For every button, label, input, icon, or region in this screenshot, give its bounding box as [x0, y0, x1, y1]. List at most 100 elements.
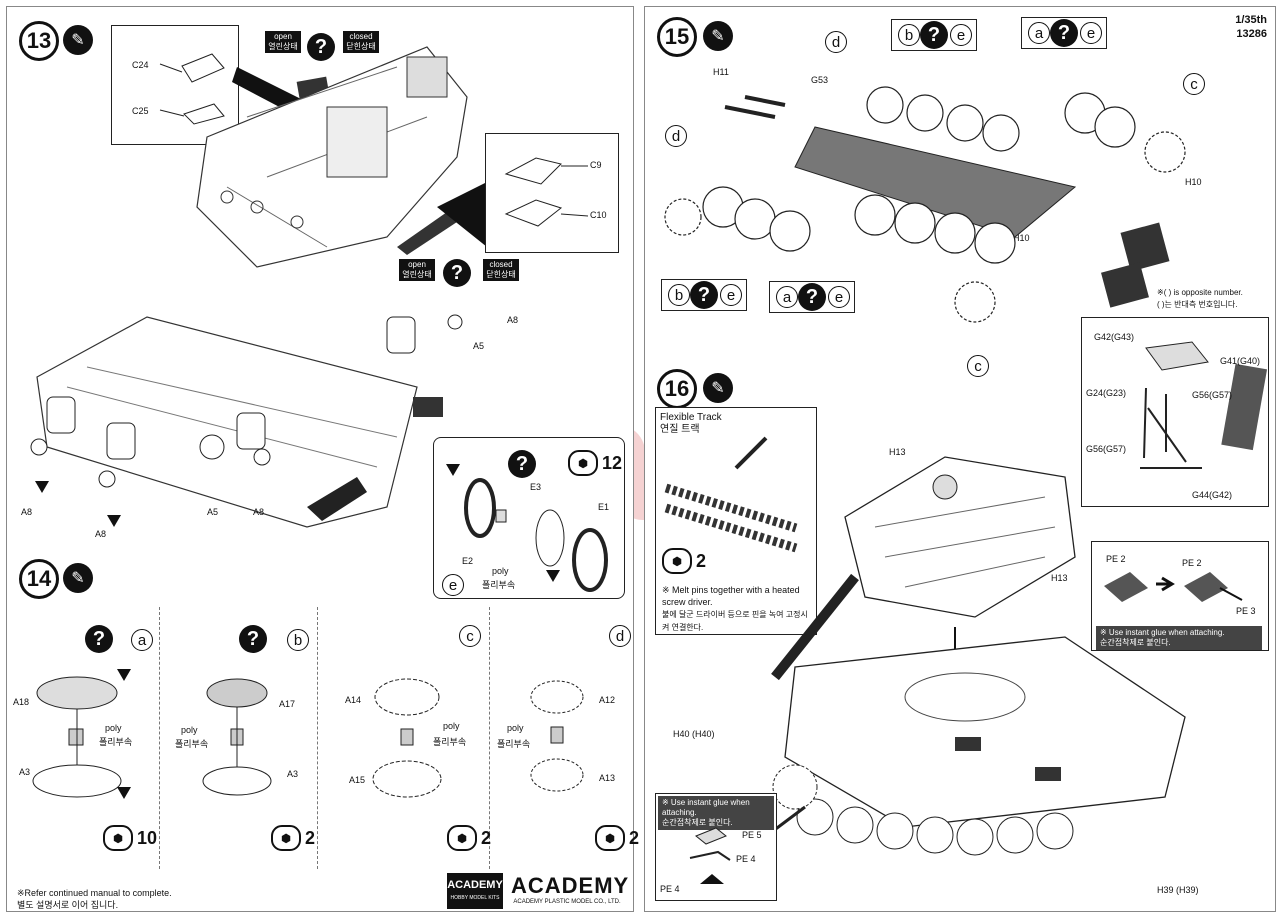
- column-divider: [317, 607, 318, 869]
- variant-box-a-e-top: a ? e: [1021, 17, 1107, 49]
- flex-title-ko: 연질 트랙: [660, 424, 700, 435]
- right-page: 1/35th 13286 15 ✎ b ? e a ? e d c d c H1…: [644, 6, 1276, 912]
- glue-note-pe-en: ※ Use instant glue when attaching.: [1100, 628, 1225, 637]
- academy-logo-wordmark: ACADEMY ACADEMY PLASTIC MODEL CO., LTD.: [511, 873, 628, 905]
- opposite-note: ※( ) is opposite number. ( )는 반대측 번호입니다.: [1157, 287, 1243, 311]
- logo2-sub: ACADEMY PLASTIC MODEL CO., LTD.: [513, 899, 621, 905]
- closed-label-ko-2: 닫힌상태: [486, 270, 516, 279]
- part-g41: G41(G40): [1220, 356, 1261, 366]
- option-icon: ?: [1050, 19, 1078, 47]
- variant-e-icon: e: [442, 574, 464, 596]
- part-h13-side: H13: [1051, 573, 1068, 583]
- qty-flex: ⬢2: [662, 548, 706, 574]
- qty-d-value: 2: [629, 827, 640, 848]
- part-g56-b: G56(G57): [1086, 444, 1127, 454]
- variant-a-icon: a: [776, 286, 798, 308]
- quantity-icon: ⬢: [595, 825, 625, 851]
- part-g42: G42(G43): [1094, 332, 1135, 342]
- poly-label-ko: 폴리부속: [482, 580, 516, 590]
- part-a3-b: A3: [287, 769, 299, 779]
- closed-label-ko: 닫힌상태: [346, 42, 376, 51]
- step-13-number: 13: [19, 21, 59, 61]
- part-a5-top: A5: [473, 341, 485, 351]
- variant-box-b-e-bottom: b ? e: [661, 279, 747, 311]
- inset-side-skirt-mount: G42(G43) G41(G40) G24(G23) G56(G57) G56(…: [1081, 317, 1269, 507]
- option-icon: ?: [920, 21, 948, 49]
- turret-hull-drawing: [764, 456, 1186, 856]
- variant-b-icon: b: [287, 629, 309, 651]
- glue-triangle-icon: [546, 570, 560, 582]
- inset-c9-c10: C9 C10: [485, 133, 619, 253]
- variant-c-icon-top: c: [1183, 73, 1205, 95]
- glue-note-pe-ko: 순간접착제로 붙인다.: [1100, 638, 1171, 647]
- variant-d-icon-left: d: [665, 125, 687, 147]
- poly-ko-d: 폴리부속: [497, 739, 531, 749]
- closed-label-2: closed: [489, 260, 513, 269]
- option-icon-3: ?: [508, 450, 536, 478]
- open-label-ko: 열린상태: [268, 42, 298, 51]
- option-icon: ?: [690, 281, 718, 309]
- opposite-ko: ( )는 반대측 번호입니다.: [1157, 300, 1238, 309]
- kit-header: 1/35th 13286: [1235, 13, 1267, 41]
- glue-note-pe45: ※ Use instant glue when attaching.순간접착제로…: [658, 796, 774, 830]
- part-c25: C25: [132, 106, 149, 116]
- variant-b-icon: b: [668, 284, 690, 306]
- variant-d-icon-top: d: [825, 31, 847, 53]
- glue-note-pe: ※ Use instant glue when attaching.순간접착제로…: [1096, 626, 1262, 650]
- glue-triangle-icon: [107, 515, 121, 527]
- part-a8-left: A8: [21, 507, 33, 517]
- variant-c-icon: c: [459, 625, 481, 647]
- part-a18: A18: [13, 697, 30, 707]
- part-pe2-b: PE 2: [1182, 558, 1202, 568]
- part-a3-a: A3: [19, 767, 31, 777]
- inset-roadwheel: ? ⬢12 E3 E1 E2 poly 폴리부속 e: [433, 437, 625, 599]
- hull-rear-drawing: [196, 46, 497, 268]
- part-h13-top: H13: [889, 447, 906, 457]
- melt-note-en: ※ Melt pins together with a heated screw…: [662, 585, 800, 607]
- column-divider: [489, 607, 490, 869]
- qty-value: 12: [602, 452, 623, 473]
- part-a14: A14: [345, 695, 362, 705]
- variant-e-icon: e: [828, 286, 850, 308]
- poly-d: poly: [507, 723, 524, 733]
- part-h39: H39 (H39): [1157, 885, 1199, 895]
- part-g24: G24(G23): [1086, 388, 1127, 398]
- qty-c: ⬢2: [447, 825, 491, 851]
- poly-ko-a: 폴리부속: [99, 737, 133, 747]
- melt-note-ko: 불에 달군 드라이버 등으로 핀을 녹여 고정시켜 연결한다.: [662, 610, 808, 632]
- part-h40: H40 (H40): [673, 729, 715, 739]
- part-g44: G44(G42): [1192, 490, 1233, 500]
- quantity-icon: ⬢: [271, 825, 301, 851]
- academy-logo-badge: ACADEMY HOBBY MODEL KITS: [447, 873, 503, 909]
- part-a5-bottom: A5: [207, 507, 219, 517]
- kit-number: 13286: [1236, 28, 1267, 40]
- part-pe4-a: PE 4: [736, 854, 756, 864]
- inset-pe-2-3: PE 2 PE 2 PE 3 ※ Use instant glue when a…: [1091, 541, 1269, 651]
- qty-d: ⬢2: [595, 825, 639, 851]
- step-14-number: 14: [19, 559, 59, 599]
- variant-e-icon: e: [720, 284, 742, 306]
- poly-c: poly: [443, 721, 460, 731]
- part-a17: A17: [279, 699, 296, 709]
- option-icon-a: ?: [85, 625, 113, 653]
- part-a8-top: A8: [507, 315, 519, 325]
- variant-box-b-e-top: b ? e: [891, 19, 977, 51]
- cement-icon: ✎: [703, 21, 733, 51]
- poly-ko-b: 폴리부속: [175, 739, 209, 749]
- part-g53: G53: [811, 75, 829, 85]
- qty-b-value: 2: [305, 827, 316, 848]
- qty-a: ⬢10: [103, 825, 157, 851]
- refer-note: ※Refer continued manual to complete.별도 설…: [17, 887, 172, 911]
- variant-box-a-e-bottom: a ? e: [769, 281, 855, 313]
- variant-a-icon: a: [1028, 22, 1050, 44]
- opposite-en: ※( ) is opposite number.: [1157, 288, 1243, 297]
- scale-label: 1/35th: [1235, 14, 1267, 26]
- refer-en: ※Refer continued manual to complete.: [17, 888, 172, 898]
- hull-suspension-drawing: [30, 314, 463, 528]
- option-icon: ?: [798, 283, 826, 311]
